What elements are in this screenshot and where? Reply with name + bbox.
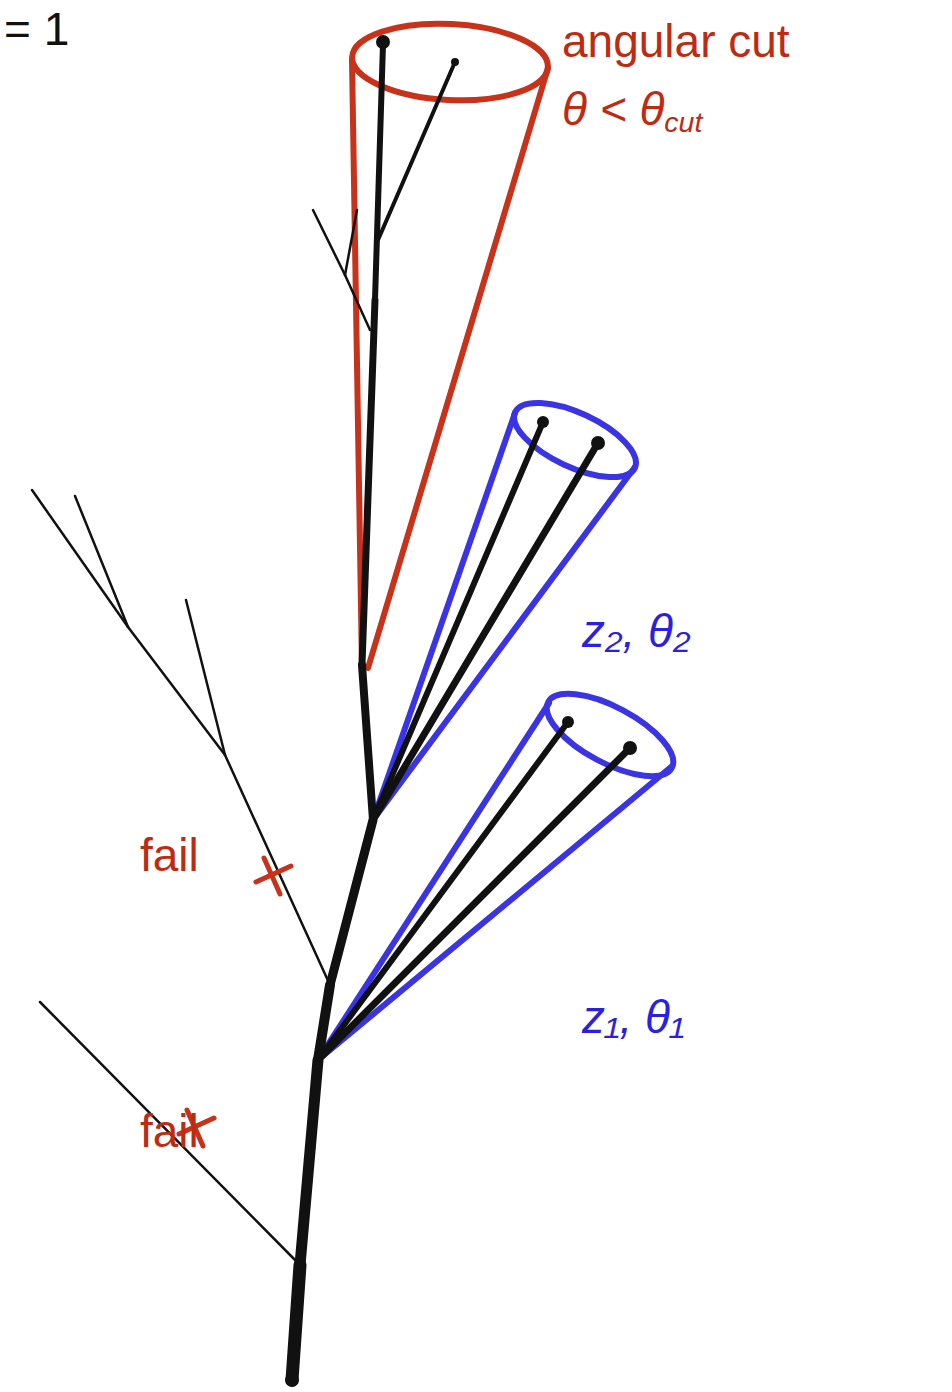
splitting-label: z₂, θ₂ xyxy=(582,606,691,657)
cut-label: angular cut xyxy=(562,16,790,67)
soft-branch xyxy=(32,210,370,1265)
fail-label: fail xyxy=(140,830,199,881)
fail-label: fail xyxy=(140,1106,199,1157)
subjet-cone xyxy=(373,388,646,820)
cut-condition: θ < θcut xyxy=(562,84,702,135)
fail-cross xyxy=(179,858,291,1146)
particle-dot xyxy=(285,35,637,1387)
hard-branch xyxy=(292,44,383,1380)
subjet-prong xyxy=(318,62,630,1060)
parameter-label: = 1 xyxy=(4,4,69,55)
splitting-label: z₁, θ₁ xyxy=(582,992,685,1043)
subjet-cone xyxy=(318,677,685,1060)
